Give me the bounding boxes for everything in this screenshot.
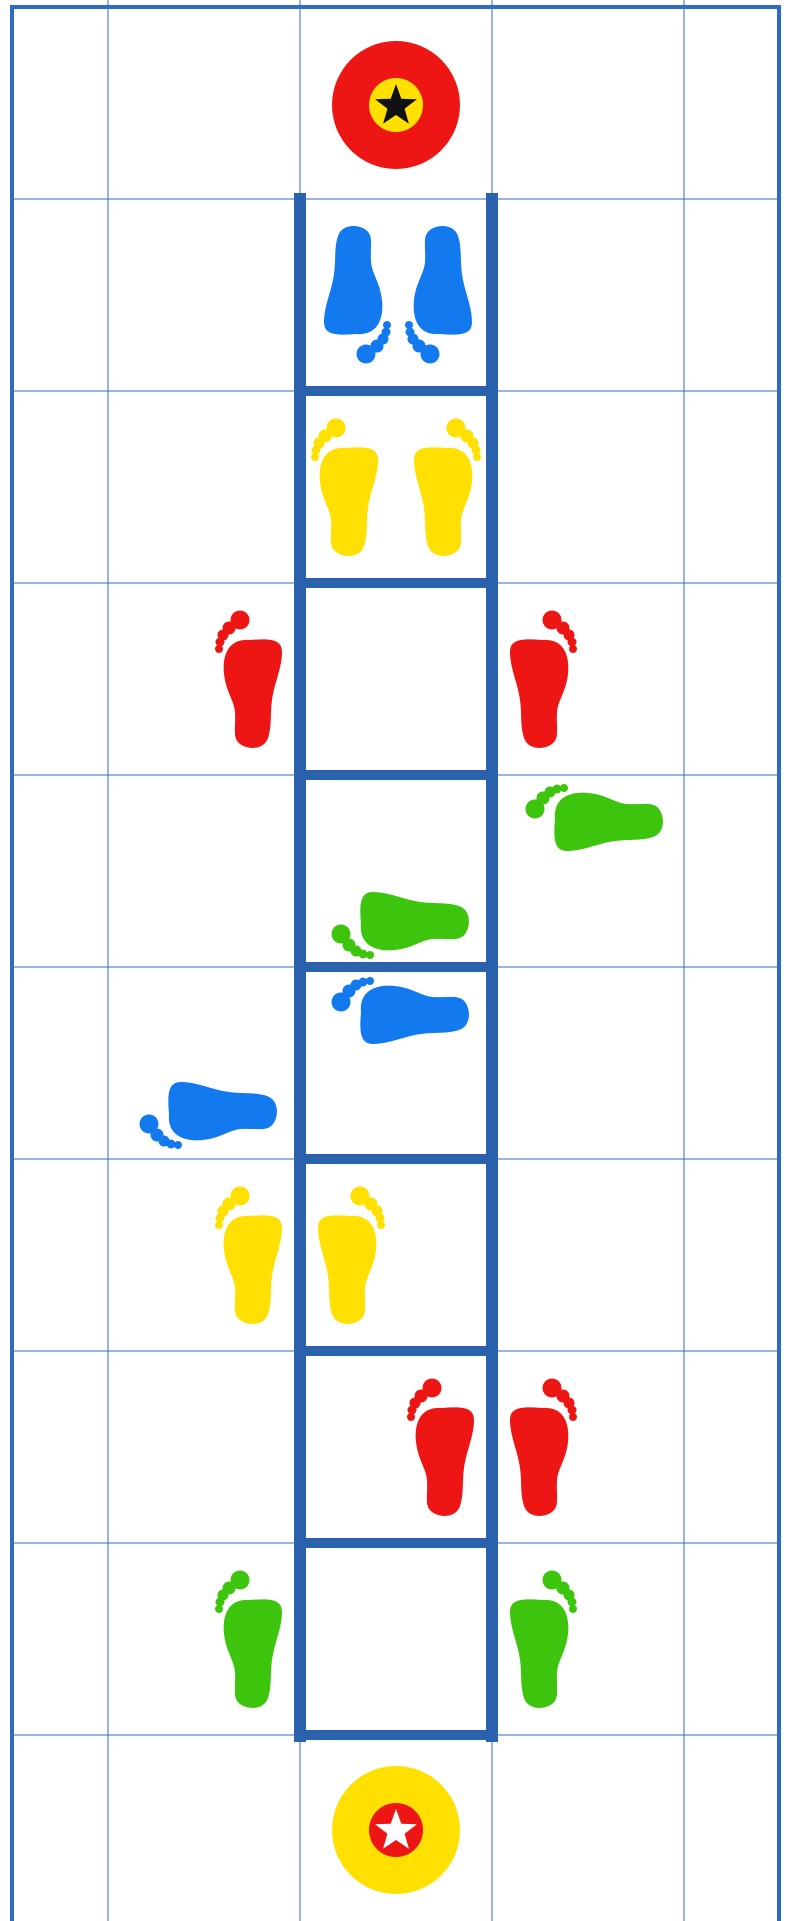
footprint-toe	[569, 1605, 577, 1613]
footprint-toe	[366, 977, 374, 985]
footprint-toe	[215, 1221, 223, 1229]
footprint-toe	[174, 1141, 182, 1149]
footprint-toe	[311, 453, 319, 461]
footprint-toe	[366, 951, 374, 959]
footprint-toe	[383, 321, 391, 329]
footprint-toe	[215, 645, 223, 653]
footprint-toe	[405, 321, 413, 329]
footprint-toe	[473, 453, 481, 461]
finish-marker[interactable]	[332, 41, 460, 169]
footprint-toe	[377, 1221, 385, 1229]
footprint-toe	[215, 1605, 223, 1613]
footprint-toe	[569, 1413, 577, 1421]
start-marker[interactable]	[332, 1766, 460, 1894]
footprint-toe	[569, 645, 577, 653]
footprint-toe	[407, 1413, 415, 1421]
footprint-toe	[560, 784, 568, 792]
